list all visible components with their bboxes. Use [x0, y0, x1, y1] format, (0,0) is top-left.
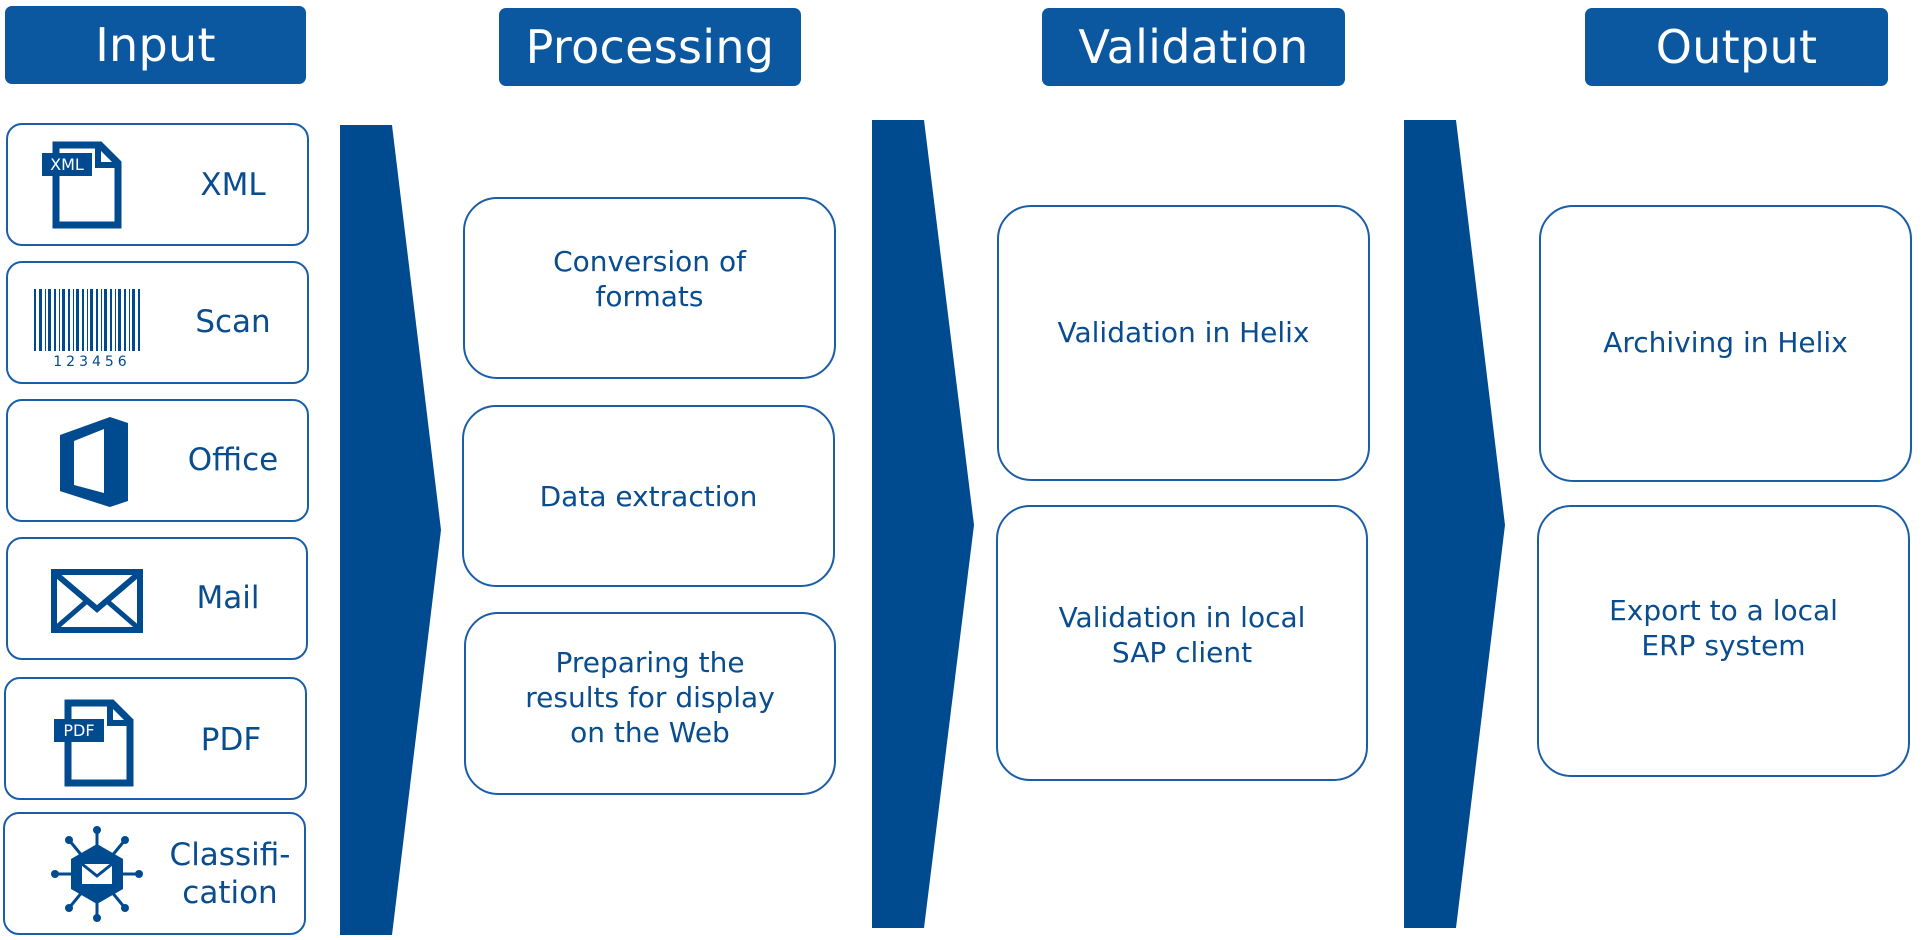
input-card-office: Office: [6, 399, 309, 522]
input-card-xml: XML XML: [6, 123, 309, 246]
input-card-mail: Mail: [6, 537, 308, 660]
input-label-classification-line1: Classifi-: [169, 837, 291, 873]
input-label-office: Office: [187, 442, 279, 478]
input-label-mail: Mail: [196, 580, 260, 616]
output-step-archiving: Archiving in Helix: [1539, 205, 1912, 482]
validation-step-helix: Validation in Helix: [997, 205, 1370, 481]
input-card-classification: Classifi- cation: [3, 812, 306, 935]
input-card-pdf: PDF PDF: [4, 677, 307, 800]
xml-file-icon: XML: [42, 141, 122, 229]
input-label-scan: Scan: [195, 304, 271, 340]
xml-icon-text: XML: [50, 155, 84, 174]
header-processing: Processing: [499, 8, 801, 86]
processing-step-extraction: Data extraction: [462, 405, 835, 587]
arrow-input-to-processing: [340, 125, 441, 935]
header-input: Input: [5, 6, 306, 84]
header-output: Output: [1585, 8, 1888, 86]
processing-step-conversion: Conversion of formats: [463, 197, 836, 379]
input-card-scan: 123456 Scan: [6, 261, 309, 384]
barcode-icon: 123456: [34, 289, 140, 370]
office-icon: [60, 417, 128, 507]
input-label-pdf: PDF: [200, 722, 262, 758]
header-validation: Validation: [1042, 8, 1345, 86]
pdf-icon-text: PDF: [63, 721, 94, 740]
input-label-classification-line2: cation: [182, 875, 278, 911]
pdf-file-icon: PDF: [54, 699, 134, 787]
validation-step-sap: Validation in local SAP client: [996, 505, 1368, 781]
arrow-processing-to-validation: [872, 120, 974, 928]
classification-network-icon: [51, 826, 143, 922]
envelope-icon: [51, 569, 143, 633]
input-label-xml: XML: [200, 167, 266, 203]
output-step-erp-export: Export to a local ERP system: [1537, 505, 1910, 777]
arrow-validation-to-output: [1404, 120, 1505, 928]
processing-step-web-display: Preparing the results for display on the…: [464, 612, 836, 795]
barcode-digits: 123456: [53, 354, 130, 370]
